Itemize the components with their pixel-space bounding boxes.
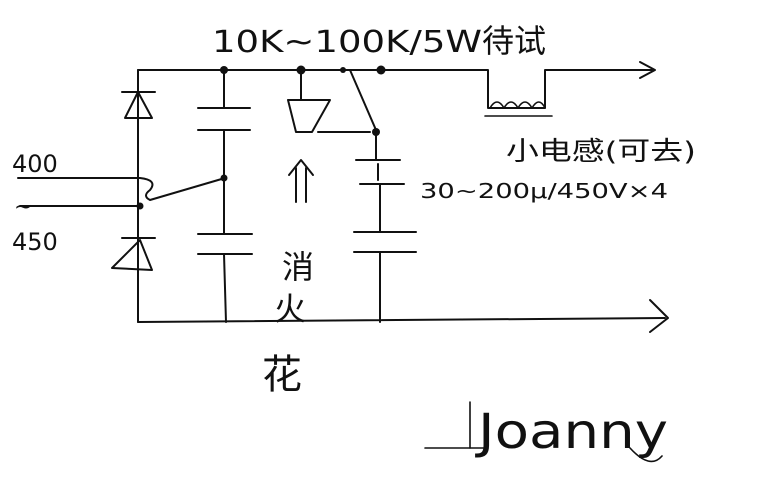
vertical-note-char-2: 火 [274, 290, 306, 328]
resistor-spec-label: 10K~100K/5W [212, 25, 482, 60]
input-mid-label: ~ [14, 195, 32, 220]
double-arrow [288, 159, 314, 203]
resistor-note-label: 待试 [482, 22, 546, 60]
input-bottom-label: 450 [12, 228, 58, 256]
bottom-rail [137, 299, 669, 333]
capacitor-spec-label: 30~200μ/450V×4 [420, 179, 668, 203]
signature-text: Joanny [474, 404, 668, 460]
vertical-note-char-3: 花 [262, 352, 302, 398]
rectifier-diodes [111, 69, 156, 323]
ac-inputs [17, 174, 228, 210]
top-rail [137, 61, 656, 109]
inductor-note-label: 小电感(可去) [506, 137, 696, 167]
signature-strokes [424, 401, 663, 463]
capacitor-right [353, 131, 417, 323]
inductor-coil [484, 101, 553, 117]
input-top-label: 400 [12, 150, 58, 178]
switch-contact [287, 65, 386, 136]
vertical-note-char-1: 消 [282, 248, 314, 286]
capacitor-left [197, 66, 253, 323]
